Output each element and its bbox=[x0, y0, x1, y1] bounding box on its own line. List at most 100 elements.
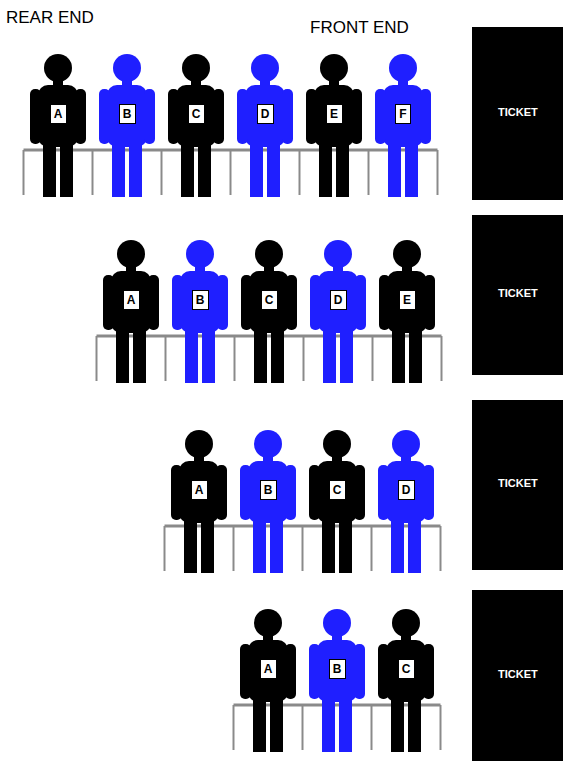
ticket-text: TICKET bbox=[498, 106, 538, 118]
person-silhouette bbox=[374, 428, 438, 573]
rail-post bbox=[92, 150, 94, 195]
rail-post bbox=[233, 526, 235, 571]
person-silhouette bbox=[236, 428, 300, 573]
person-letter: C bbox=[402, 663, 411, 675]
rail-post bbox=[234, 336, 236, 381]
letter-tag: A bbox=[191, 480, 208, 500]
person-letter: A bbox=[264, 663, 273, 675]
rail-post bbox=[437, 150, 439, 195]
letter-tag: D bbox=[398, 480, 415, 500]
rail-post bbox=[233, 705, 235, 750]
person-silhouette bbox=[167, 428, 231, 573]
end-label: FRONT END bbox=[310, 18, 409, 38]
rail-post bbox=[230, 150, 232, 195]
person-silhouette bbox=[164, 52, 228, 197]
person-figure: B bbox=[95, 52, 159, 197]
rail-post bbox=[161, 150, 163, 195]
person-silhouette bbox=[305, 428, 369, 573]
person-silhouette bbox=[236, 607, 300, 752]
letter-tag: C bbox=[188, 104, 205, 124]
person-letter: D bbox=[402, 484, 411, 496]
person-figure: B bbox=[168, 238, 232, 383]
ticket-booth: TICKET bbox=[472, 400, 563, 570]
person-figure: C bbox=[164, 52, 228, 197]
rail-post bbox=[440, 705, 442, 750]
person-figure: C bbox=[237, 238, 301, 383]
person-figure: A bbox=[236, 607, 300, 752]
rail-post bbox=[368, 150, 370, 195]
person-figure: D bbox=[306, 238, 370, 383]
letter-tag: E bbox=[326, 104, 343, 124]
letter-tag: A bbox=[260, 659, 277, 679]
rail-post bbox=[440, 526, 442, 571]
person-silhouette bbox=[305, 607, 369, 752]
person-letter: E bbox=[330, 108, 338, 120]
person-figure: E bbox=[375, 238, 439, 383]
letter-tag: D bbox=[257, 104, 274, 124]
person-letter: F bbox=[399, 108, 406, 120]
person-figure: A bbox=[167, 428, 231, 573]
person-figure: B bbox=[305, 607, 369, 752]
ticket-text: TICKET bbox=[498, 668, 538, 680]
letter-tag: F bbox=[395, 104, 411, 124]
person-figure: B bbox=[236, 428, 300, 573]
person-figure: A bbox=[99, 238, 163, 383]
rail-post bbox=[165, 336, 167, 381]
person-silhouette bbox=[168, 238, 232, 383]
person-letter: C bbox=[265, 294, 274, 306]
person-letter: B bbox=[333, 663, 342, 675]
person-figure: C bbox=[305, 428, 369, 573]
person-letter: A bbox=[127, 294, 136, 306]
letter-tag: B bbox=[329, 659, 346, 679]
letter-tag: B bbox=[119, 104, 136, 124]
person-letter: B bbox=[123, 108, 132, 120]
person-figure: A bbox=[26, 52, 90, 197]
person-silhouette bbox=[237, 238, 301, 383]
person-letter: D bbox=[334, 294, 343, 306]
railing bbox=[24, 150, 438, 195]
person-figure: D bbox=[233, 52, 297, 197]
letter-tag: A bbox=[50, 104, 67, 124]
rail-post bbox=[23, 150, 25, 195]
person-letter: C bbox=[333, 484, 342, 496]
letter-tag: E bbox=[399, 290, 416, 310]
rail-post bbox=[299, 150, 301, 195]
person-letter: D bbox=[261, 108, 270, 120]
letter-tag: B bbox=[260, 480, 277, 500]
person-silhouette bbox=[302, 52, 366, 197]
person-silhouette bbox=[99, 238, 163, 383]
person-letter: B bbox=[196, 294, 205, 306]
railing bbox=[97, 336, 442, 381]
letter-tag: C bbox=[261, 290, 278, 310]
letter-tag: D bbox=[330, 290, 347, 310]
ticket-text: TICKET bbox=[498, 287, 538, 299]
letter-tag: C bbox=[398, 659, 415, 679]
letter-tag: A bbox=[123, 290, 140, 310]
end-label: REAR END bbox=[6, 8, 94, 28]
person-silhouette bbox=[95, 52, 159, 197]
ticket-booth: TICKET bbox=[472, 590, 563, 761]
rail-post bbox=[302, 705, 304, 750]
person-letter: C bbox=[192, 108, 201, 120]
rail-post bbox=[371, 705, 373, 750]
rail-post bbox=[96, 336, 98, 381]
person-figure: D bbox=[374, 428, 438, 573]
rail bbox=[97, 335, 442, 338]
person-silhouette bbox=[306, 238, 370, 383]
person-letter: E bbox=[403, 294, 411, 306]
rail-post bbox=[164, 526, 166, 571]
person-letter: B bbox=[264, 484, 273, 496]
person-silhouette bbox=[374, 607, 438, 752]
person-silhouette bbox=[375, 238, 439, 383]
letter-tag: B bbox=[192, 290, 209, 310]
rail-post bbox=[441, 336, 443, 381]
person-silhouette bbox=[233, 52, 297, 197]
ticket-booth: TICKET bbox=[472, 27, 563, 200]
rail-post bbox=[371, 526, 373, 571]
person-figure: F bbox=[371, 52, 435, 197]
person-letter: A bbox=[195, 484, 204, 496]
rail-post bbox=[372, 336, 374, 381]
rail-post bbox=[302, 526, 304, 571]
person-figure: E bbox=[302, 52, 366, 197]
person-figure: C bbox=[374, 607, 438, 752]
